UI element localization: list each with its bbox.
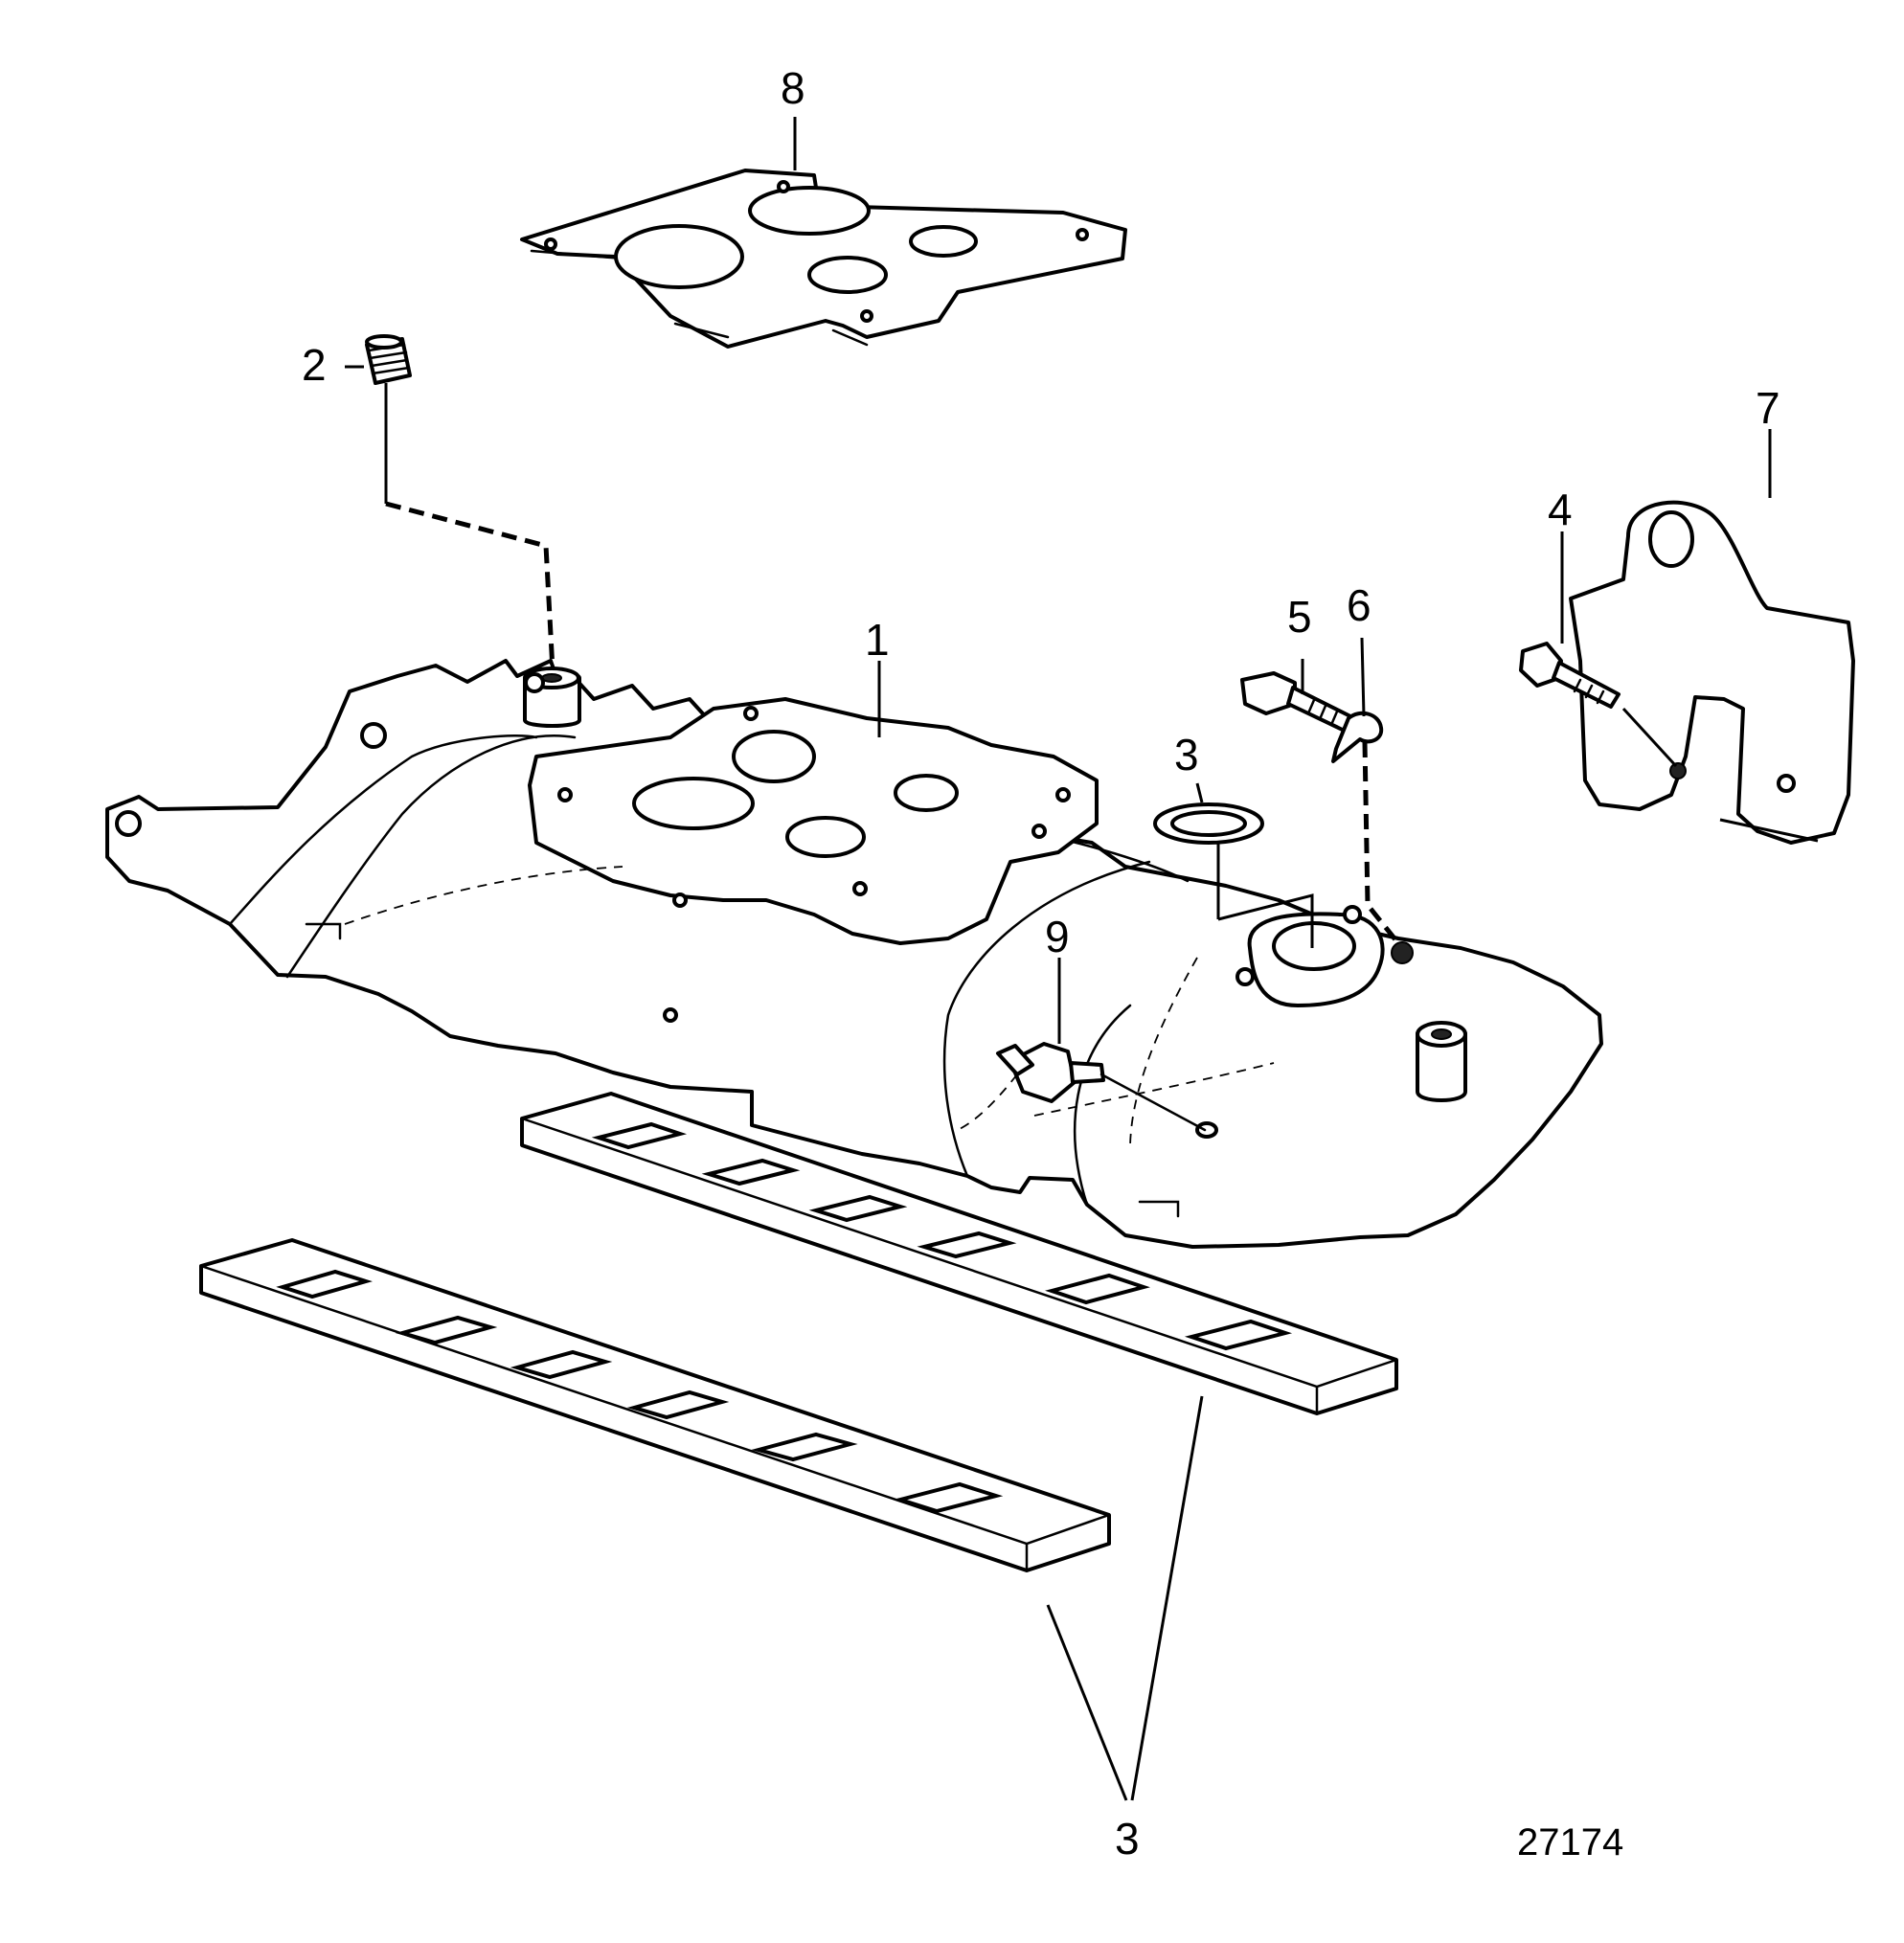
callout-3-ring: 3 [1174,730,1199,779]
callout-6: 6 [1347,580,1371,630]
bolt-5 [1240,671,1360,735]
callout-5: 5 [1287,592,1312,642]
intake-port-gasket-rear [520,1092,1398,1415]
intake-manifold [105,659,1603,1249]
carburetor-gasket [520,169,1127,349]
bolt-4 [1519,642,1621,709]
intake-port-gasket-front [199,1238,1111,1572]
threaded-plug [365,334,412,385]
callout-9: 9 [1045,912,1070,961]
callout-1: 1 [865,615,890,665]
sealing-ring [1153,802,1264,845]
callout-3-gaskets: 3 [1115,1814,1140,1864]
callout-2: 2 [302,340,327,390]
callout-4: 4 [1548,485,1573,534]
callout-8: 8 [781,63,805,113]
lifting-bracket [1569,500,1855,845]
drawing-number: 27174 [1517,1821,1623,1864]
callout-7: 7 [1756,383,1780,433]
temperature-sensor [996,1042,1207,1132]
